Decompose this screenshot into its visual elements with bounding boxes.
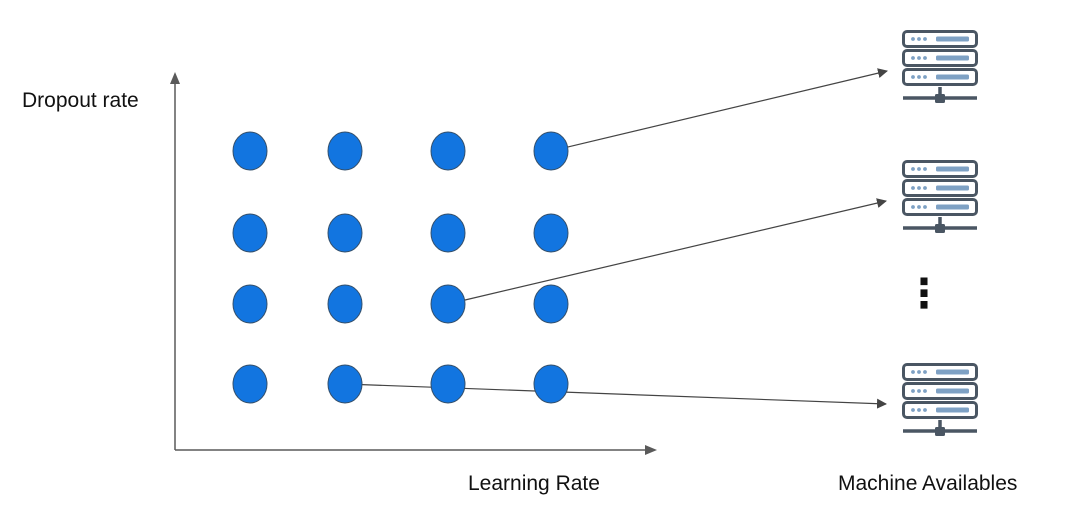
grid-point-r1-c1: [232, 131, 268, 171]
server-rack-icon: [902, 160, 978, 233]
grid-point-r3-c4: [533, 284, 569, 324]
grid-point-r4-c2: [327, 364, 363, 404]
assignment-arrow-2: [464, 198, 887, 301]
y-axis-arrowhead: [170, 72, 180, 84]
grid-point-r4-c1: [232, 364, 268, 404]
assignment-arrow-1: [567, 68, 888, 148]
grid-point-r2-c2: [327, 213, 363, 253]
grid-point-r1-c2: [327, 131, 363, 171]
x-axis-arrowhead: [645, 445, 657, 455]
x-axis-label: Learning Rate: [468, 472, 600, 495]
grid-point-r2-c1: [232, 213, 268, 253]
machines-label: Machine Availables: [838, 472, 1018, 495]
y-axis-label: Dropout rate: [22, 89, 139, 112]
server-rack-icon: [902, 30, 978, 103]
grid-point-r4-c3: [430, 364, 466, 404]
more-machines-ellipsis: ⋮: [904, 271, 944, 317]
grid-point-r2-c3: [430, 213, 466, 253]
grid-point-r4-c4: [533, 364, 569, 404]
grid-point-r2-c4: [533, 213, 569, 253]
grid-point-r1-c4: [533, 131, 569, 171]
grid-point-r3-c2: [327, 284, 363, 324]
grid-point-r1-c3: [430, 131, 466, 171]
grid-point-r3-c1: [232, 284, 268, 324]
grid-point-r3-c3: [430, 284, 466, 324]
server-rack-icon: [902, 363, 978, 436]
